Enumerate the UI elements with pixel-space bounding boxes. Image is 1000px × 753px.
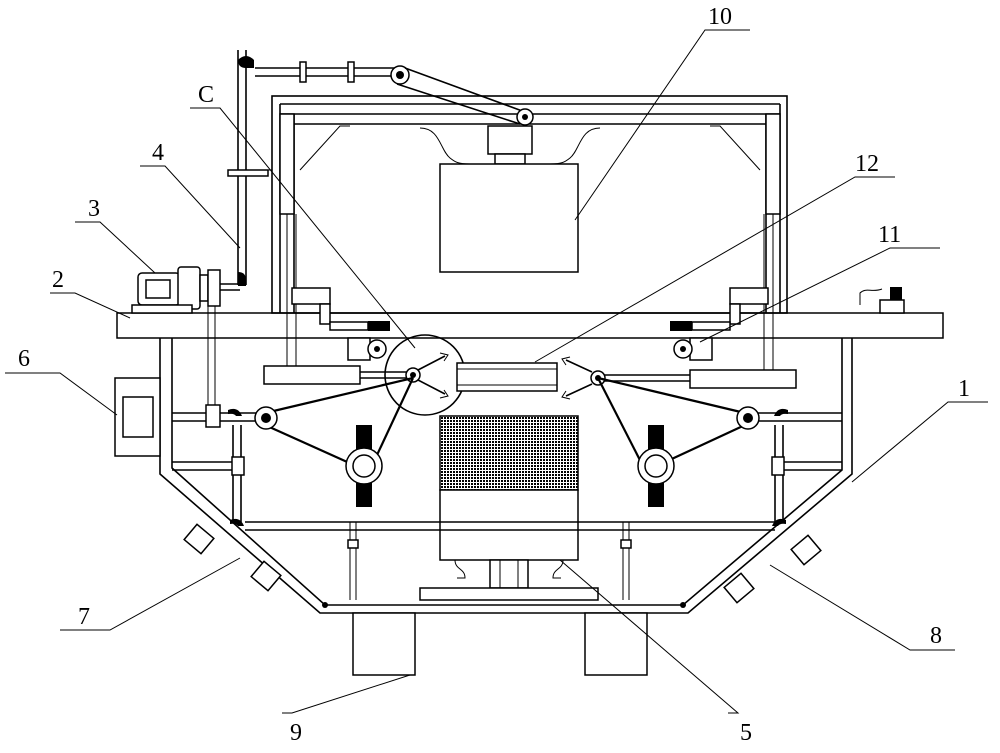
- clamp-beams: [263, 365, 797, 389]
- label-12: 12: [855, 151, 879, 177]
- label-6: 6: [18, 346, 30, 372]
- top-drive: [255, 61, 534, 126]
- label-4: 4: [152, 140, 164, 166]
- label-3: 3: [88, 196, 100, 222]
- control-box: [114, 377, 161, 457]
- label-11: 11: [878, 222, 901, 248]
- leader-lines: [5, 29, 988, 714]
- table-top: [116, 312, 944, 339]
- support-legs: [352, 612, 648, 676]
- motor: [131, 266, 240, 314]
- workpiece: [456, 362, 558, 392]
- label-1: 1: [958, 376, 970, 402]
- left-brackets: [291, 287, 390, 361]
- right-rotor: [637, 425, 675, 507]
- gantry-frame: [271, 95, 788, 370]
- belt: [207, 306, 216, 415]
- lower-pipes: [172, 425, 842, 600]
- mesh-basket: [419, 415, 599, 601]
- label-c: C: [198, 82, 214, 108]
- label-2: 2: [52, 267, 64, 293]
- part-labels: 1 2 3 4 5 6 7 8 9 10 11 12 C: [18, 4, 970, 746]
- switch: [859, 287, 905, 314]
- detail-circle-c: [384, 334, 466, 416]
- nozzles: [183, 523, 822, 604]
- hanging-box: [419, 125, 601, 273]
- left-rotor: [345, 425, 383, 507]
- side-pulleys: [172, 404, 842, 430]
- vertical-shaft: [227, 50, 272, 286]
- label-9: 9: [290, 720, 302, 746]
- label-8: 8: [930, 623, 942, 649]
- label-5: 5: [740, 720, 752, 746]
- label-10: 10: [708, 4, 732, 30]
- right-brackets: [670, 287, 769, 361]
- label-7: 7: [78, 604, 90, 630]
